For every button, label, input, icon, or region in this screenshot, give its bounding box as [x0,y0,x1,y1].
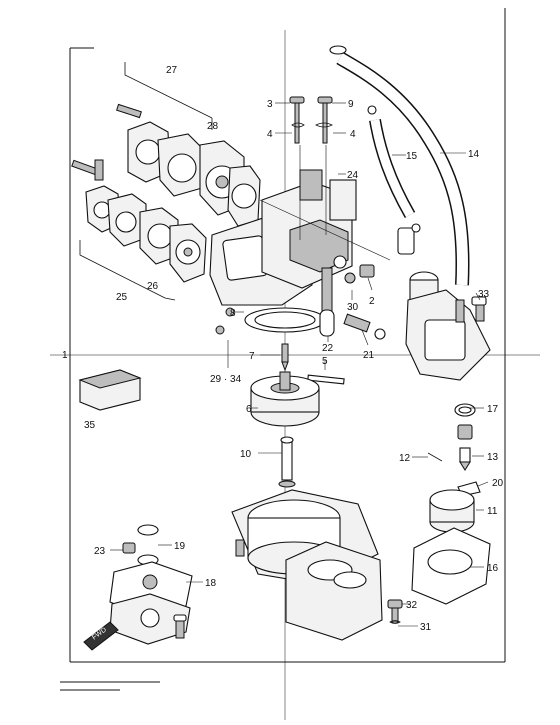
callout-32: 32 [406,600,418,611]
callout-24: 24 [347,170,359,181]
diaphragm-assembly [109,524,193,645]
callout-26: 26 [147,281,159,292]
callout-14: 14 [468,149,480,160]
float-chamber [231,489,383,641]
callout-23: 23 [94,546,106,557]
callout-27: 27 [166,65,178,76]
diagram-frame [50,8,540,720]
callout-33: 33 [478,289,490,300]
fuel-hoses [329,45,470,286]
callout-20: 20 [492,478,504,489]
callout-15: 15 [406,151,418,162]
callout-7: 7 [249,351,255,362]
callout-21: 21 [363,350,375,361]
callout-30: 30 [347,302,359,313]
callout-22: 22 [322,343,334,354]
callout-31: 31 [420,622,432,633]
cover-and-gasket [411,481,491,605]
fuel-pump-upper-group [116,62,261,227]
callout-17: 17 [487,404,499,415]
callout-28: 28 [207,121,219,132]
callout-9: 9 [348,99,354,110]
callout-4b: 4 [350,129,356,140]
callout-12: 12 [399,453,411,464]
leader-lines [110,102,489,627]
callout-8: 8 [230,308,236,319]
callout-3: 3 [267,99,273,110]
id-label-35 [78,369,142,411]
callout-13: 13 [487,452,499,463]
callout-16: 16 [487,563,499,574]
callout-2: 2 [369,296,375,307]
fuel-pump-lower-group [71,159,207,301]
main-jet [278,436,296,488]
callout-5: 5 [322,356,328,367]
callout-11: 11 [487,506,498,517]
carburetor-body [209,169,391,340]
callout-29-34: 29 · 34 [210,374,242,385]
callout-labels: 1 2 3 4 4 5 6 7 8 9 10 11 12 13 14 15 16… [62,65,504,633]
callout-25: 25 [116,292,128,303]
callout-10: 10 [240,449,252,460]
float-bowl-top [405,271,491,381]
callout-19: 19 [174,541,186,552]
callout-1: 1 [62,350,68,361]
callout-35: 35 [84,420,96,431]
float-assembly [250,343,345,427]
drain-screws [387,599,403,624]
throttle-screws [289,96,333,240]
callout-18: 18 [205,578,217,589]
small-fittings-right [427,403,476,471]
callout-4a: 4 [267,129,273,140]
callout-6: 6 [246,404,252,415]
forward-arrow-marker: FWD [83,621,119,651]
